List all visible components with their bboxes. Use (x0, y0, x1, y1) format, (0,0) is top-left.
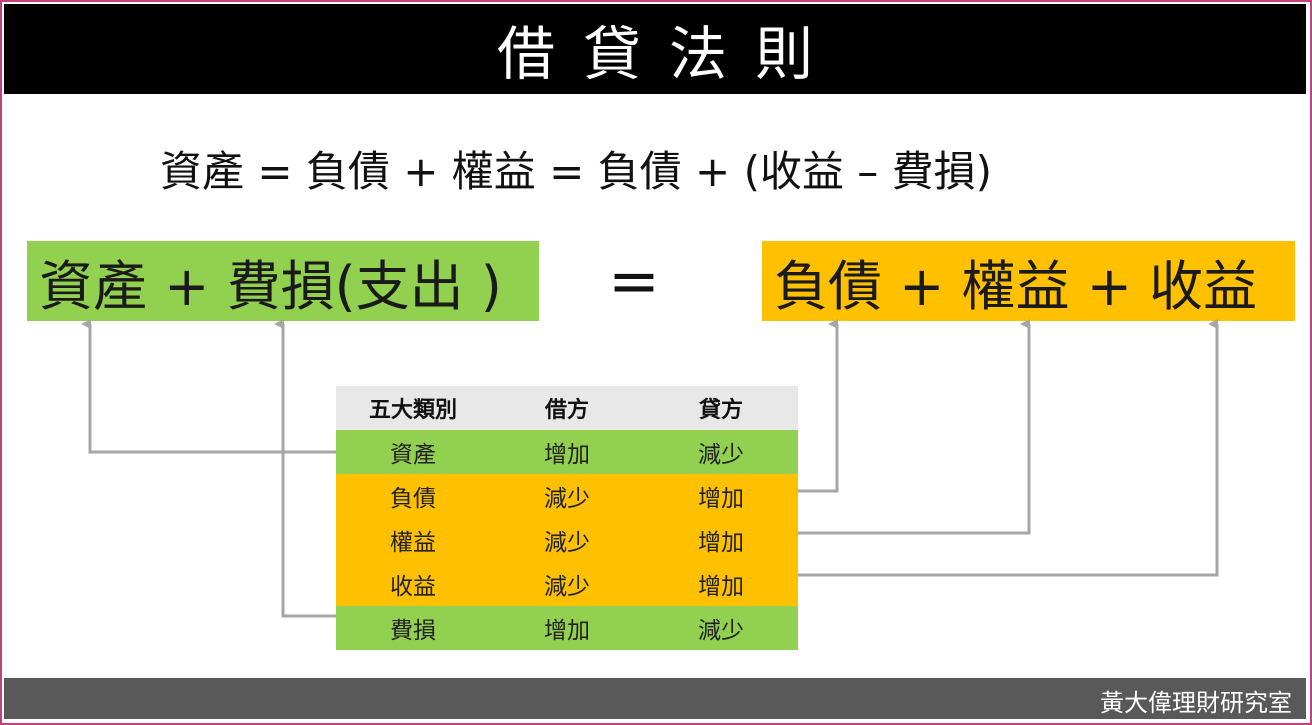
row-debit: 減少 (490, 518, 644, 562)
row-debit: 減少 (490, 562, 644, 606)
five-categories-table: 五大類別 借方 貸方 資產 增加 減少 負債 減少 增加 權益 減少 增加 收益… (336, 386, 798, 650)
arrow-assets-to-debit (81, 319, 336, 454)
table-row: 資產 增加 減少 (336, 430, 798, 474)
header-credit: 貸方 (644, 386, 798, 430)
row-debit: 減少 (490, 474, 644, 518)
title-bar: 借貸法則 (4, 4, 1306, 94)
accounting-equation: 資產 = 負債 + 權益 = 負債 + (收益 – 費損) (160, 147, 993, 196)
row-category: 負債 (336, 474, 490, 518)
row-credit: 減少 (644, 430, 798, 474)
credit-side-box: 負債 + 權益 + 收益 (762, 241, 1295, 321)
arrow-liabilities-to-credit (798, 319, 839, 493)
row-credit: 增加 (644, 474, 798, 518)
row-category: 收益 (336, 562, 490, 606)
row-category: 費損 (336, 606, 490, 650)
row-credit: 減少 (644, 606, 798, 650)
table-header-row: 五大類別 借方 貸方 (336, 386, 798, 430)
table-row: 負債 減少 增加 (336, 474, 798, 518)
debit-side-box: 資產 + 費損(支出 ) (27, 241, 539, 321)
row-credit: 增加 (644, 518, 798, 562)
table-row: 收益 減少 增加 (336, 562, 798, 606)
row-category: 資產 (336, 430, 490, 474)
table-row: 權益 減少 增加 (336, 518, 798, 562)
header-debit: 借方 (490, 386, 644, 430)
row-debit: 增加 (490, 606, 644, 650)
arrow-revenue-to-credit (798, 319, 1219, 577)
footer-credit: 黃大偉理財研究室 (1100, 689, 1292, 717)
debit-side-label: 資產 + 費損(支出 ) (39, 254, 502, 318)
footer-bar: 黃大偉理財研究室 (4, 678, 1306, 719)
arrow-equity-to-credit (798, 319, 1031, 535)
row-category: 權益 (336, 518, 490, 562)
header-category: 五大類別 (336, 386, 490, 430)
equals-sign: = (608, 244, 660, 317)
table-row: 費損 增加 減少 (336, 606, 798, 650)
row-credit: 增加 (644, 562, 798, 606)
credit-side-label: 負債 + 權益 + 收益 (774, 254, 1258, 318)
row-debit: 增加 (490, 430, 644, 474)
arrow-expenses-to-debit (274, 319, 336, 618)
page-title: 借貸法則 (496, 20, 841, 88)
